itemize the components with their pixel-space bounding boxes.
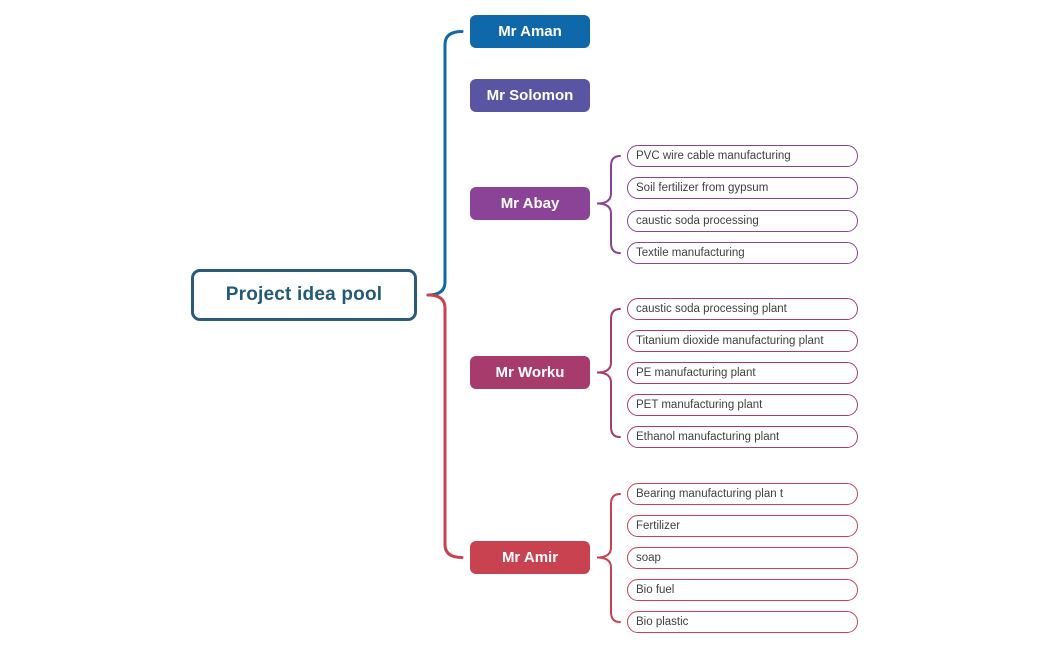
branch-node-amir[interactable]: Mr Amir <box>470 541 590 574</box>
branch-node-label: Mr Aman <box>498 23 562 40</box>
branch-node-label: Mr Abay <box>500 195 560 212</box>
idea-item-label: PET manufacturing plant <box>636 399 763 411</box>
branch-node-aman[interactable]: Mr Aman <box>470 15 590 48</box>
idea-item-label: caustic soda processing <box>636 214 759 227</box>
idea-item-worku-1[interactable]: Titanium dioxide manufacturing plant <box>627 330 858 352</box>
idea-item-label: Bio plastic <box>636 616 689 628</box>
idea-item-label: Ethanol manufacturing plant <box>636 431 780 443</box>
idea-item-amir-0[interactable]: Bearing manufacturing plan t <box>627 483 858 505</box>
brace-worku <box>596 308 621 438</box>
idea-item-abay-2[interactable]: caustic soda processing <box>627 209 858 232</box>
branch-node-solomon[interactable]: Mr Solomon <box>470 79 590 112</box>
idea-item-worku-4[interactable]: Ethanol manufacturing plant <box>627 426 858 448</box>
brace-amir <box>596 493 621 623</box>
idea-item-label: caustic soda processing plant <box>636 303 787 315</box>
branch-node-worku[interactable]: Mr Worku <box>470 356 590 389</box>
idea-item-label: soap <box>636 552 661 564</box>
idea-item-label: Titanium dioxide manufacturing plant <box>636 335 824 347</box>
idea-item-abay-3[interactable]: Textile manufacturing <box>627 241 858 264</box>
root-node-label: Project idea pool <box>225 284 383 305</box>
idea-item-amir-4[interactable]: Bio plastic <box>627 611 858 633</box>
idea-item-amir-1[interactable]: Fertilizer <box>627 515 858 537</box>
idea-item-label: Bearing manufacturing plan t <box>636 488 784 500</box>
main-brace-lower <box>426 293 464 559</box>
branch-node-label: Mr Amir <box>501 549 559 566</box>
root-node[interactable]: Project idea pool <box>191 269 417 321</box>
idea-item-worku-3[interactable]: PET manufacturing plant <box>627 394 858 416</box>
branch-node-abay[interactable]: Mr Abay <box>470 187 590 220</box>
idea-item-label: PE manufacturing plant <box>636 367 756 379</box>
branch-node-label: Mr Worku <box>495 364 565 381</box>
idea-item-abay-1[interactable]: Soil fertilizer from gypsum <box>627 177 858 200</box>
idea-item-label: Soil fertilizer from gypsum <box>636 182 769 195</box>
idea-item-amir-3[interactable]: Bio fuel <box>627 579 858 601</box>
idea-item-label: Fertilizer <box>636 520 681 532</box>
idea-item-label: Textile manufacturing <box>636 246 745 259</box>
idea-item-worku-0[interactable]: caustic soda processing plant <box>627 298 858 320</box>
idea-item-worku-2[interactable]: PE manufacturing plant <box>627 362 858 384</box>
idea-item-label: PVC wire cable manufacturing <box>636 150 791 162</box>
main-brace-upper <box>426 30 464 297</box>
branch-node-label: Mr Solomon <box>486 87 574 104</box>
idea-item-abay-0[interactable]: PVC wire cable manufacturing <box>627 145 858 167</box>
idea-item-amir-2[interactable]: soap <box>627 547 858 569</box>
brace-abay <box>596 155 621 254</box>
idea-item-label: Bio fuel <box>636 584 675 596</box>
